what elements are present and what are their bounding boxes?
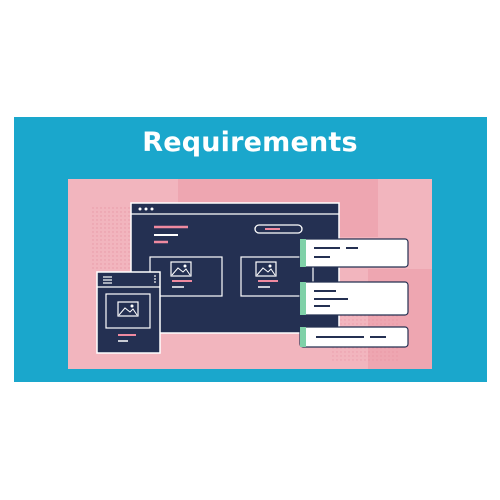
requirement-card — [299, 238, 409, 268]
window-dot-icon — [144, 207, 148, 211]
image-icon — [255, 261, 277, 277]
window-dot-icon — [150, 207, 154, 211]
window-dot-icon — [138, 207, 142, 211]
more-icon — [154, 281, 156, 283]
requirements-illustration — [68, 179, 432, 369]
more-icon — [154, 278, 156, 280]
menu-icon — [103, 276, 112, 284]
mobile-window — [96, 271, 161, 354]
requirement-card — [299, 326, 409, 348]
image-icon — [117, 301, 139, 317]
more-icon — [154, 275, 156, 277]
browser-window — [130, 202, 340, 334]
requirement-card — [299, 281, 409, 316]
banner-title: Requirements — [142, 127, 358, 158]
image-icon — [170, 261, 192, 277]
